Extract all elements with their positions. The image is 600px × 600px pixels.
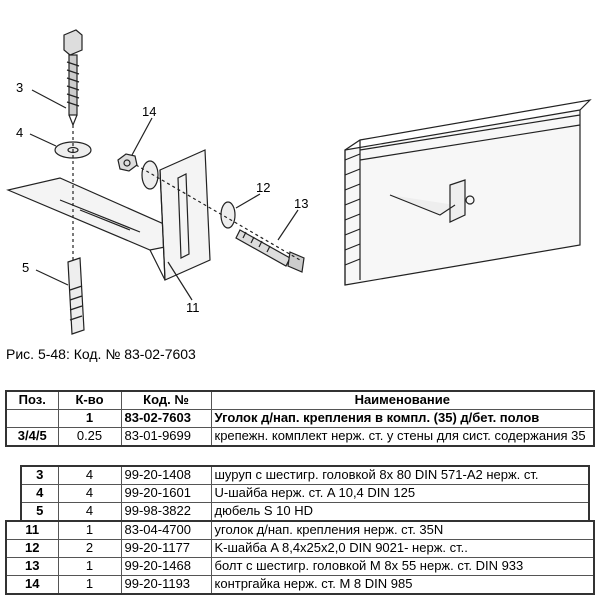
callout-14: 14 xyxy=(142,104,156,119)
cell-qty: 0.25 xyxy=(57,427,122,447)
screw-part-3 xyxy=(63,29,83,127)
cell-code: 83-04-4700 xyxy=(120,520,212,540)
cell-pos: 13 xyxy=(5,557,59,576)
cell-code: 99-20-1601 xyxy=(120,484,212,503)
callout-4: 4 xyxy=(16,125,23,140)
table-row: 3 4 99-20-1408 шуруп с шестигр. головкой… xyxy=(20,465,590,485)
cell-name: крепежн. комплект нерж. ст. у стены для … xyxy=(210,427,595,447)
cell-name: дюбель S 10 HD xyxy=(210,502,590,522)
cell-code: 99-98-3822 xyxy=(120,502,212,522)
callout-12: 12 xyxy=(256,180,270,195)
cell-qty: 4 xyxy=(57,484,122,503)
cell-qty: 1 xyxy=(57,520,122,540)
cell-qty: 1 xyxy=(57,575,122,595)
cell-qty: 4 xyxy=(57,465,122,485)
table-row: 13 1 99-20-1468 болт с шестигр. головкой… xyxy=(5,557,595,576)
cell-pos: 3 xyxy=(20,465,59,485)
table-row: 1 83-02-7603 Уголок д/нап. крепления в к… xyxy=(5,409,595,428)
cell-name: K-шайба A 8,4x25x2,0 DIN 9021- нерж. ст.… xyxy=(210,539,595,558)
table-row: 11 1 83-04-4700 уголок д/нап. крепления … xyxy=(5,520,595,540)
callout-3: 3 xyxy=(16,80,23,95)
cell-pos: 5 xyxy=(20,502,59,522)
cell-name: контргайка нерж. ст. M 8 DIN 985 xyxy=(210,575,595,595)
table-row: 4 4 99-20-1601 U-шайба нерж. ст. A 10,4 … xyxy=(20,484,590,503)
cell-qty: 1 xyxy=(57,409,122,428)
cell-name: болт с шестигр. головкой M 8x 55 нерж. с… xyxy=(210,557,595,576)
cell-pos: 4 xyxy=(20,484,59,503)
table-row: 14 1 99-20-1193 контргайка нерж. ст. M 8… xyxy=(5,575,595,595)
cell-name: уголок д/нап. крепления нерж. ст. 35N xyxy=(210,520,595,540)
cell-pos: 11 xyxy=(5,520,59,540)
callout-13: 13 xyxy=(294,196,308,211)
cell-qty: 2 xyxy=(57,539,122,558)
header-code: Код. № xyxy=(120,390,212,410)
washer-part-12 xyxy=(220,201,236,229)
table-row: 3/4/5 0.25 83-01-9699 крепежн. комплект … xyxy=(5,427,595,447)
cell-qty: 1 xyxy=(57,557,122,576)
cell-pos: 14 xyxy=(5,575,59,595)
cell-code: 99-20-1193 xyxy=(120,575,212,595)
callout-5: 5 xyxy=(22,260,29,275)
cell-code: 99-20-1177 xyxy=(120,539,212,558)
bracket-part-11 xyxy=(6,149,211,281)
cell-code: 83-02-7603 xyxy=(120,409,212,428)
cell-code: 99-20-1408 xyxy=(120,465,212,485)
header-name: Наименование xyxy=(210,390,595,410)
cell-name: шуруп с шестигр. головкой 8x 80 DIN 571-… xyxy=(210,465,590,485)
installed-panel-view xyxy=(344,99,592,286)
cell-name: U-шайба нерж. ст. A 10,4 DIN 125 xyxy=(210,484,590,503)
bolt-part-13 xyxy=(235,229,305,273)
figure-caption: Рис. 5-48: Код. № 83-02-7603 xyxy=(6,346,196,362)
dowel-part-5 xyxy=(67,257,85,335)
header-pos: Поз. xyxy=(5,390,59,410)
parts-table-kit: 3 4 99-20-1408 шуруп с шестигр. головкой… xyxy=(20,465,590,522)
table-row: 5 4 99-98-3822 дюбель S 10 HD xyxy=(20,502,590,522)
header-qty: К-во xyxy=(57,390,122,410)
cell-code: 99-20-1468 xyxy=(120,557,212,576)
cell-qty: 4 xyxy=(57,502,122,522)
parts-table-components: 11 1 83-04-4700 уголок д/нап. крепления … xyxy=(5,520,595,595)
cell-code: 83-01-9699 xyxy=(120,427,212,447)
cell-name: Уголок д/нап. крепления в компл. (35) д/… xyxy=(210,409,595,428)
parts-table-main: Поз. К-во Код. № Наименование 1 83-02-76… xyxy=(5,390,595,447)
nut-part-14 xyxy=(117,153,138,172)
exploded-assembly-drawing: 3 14 4 12 13 5 11 xyxy=(6,29,592,335)
cell-pos: 12 xyxy=(5,539,59,558)
cell-pos: 3/4/5 xyxy=(5,427,59,447)
cell-pos xyxy=(5,409,59,428)
table-header-row: Поз. К-во Код. № Наименование xyxy=(5,390,595,410)
callout-11: 11 xyxy=(186,300,200,315)
table-row: 12 2 99-20-1177 K-шайба A 8,4x25x2,0 DIN… xyxy=(5,539,595,558)
